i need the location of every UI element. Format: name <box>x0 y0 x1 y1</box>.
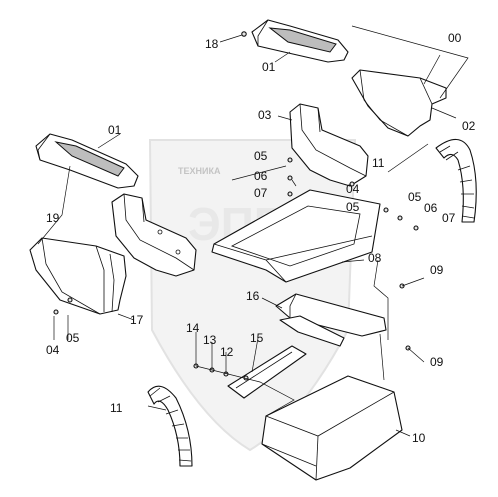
callout-02: 02 <box>462 119 476 133</box>
bottom-housing <box>261 375 403 481</box>
callout-11-right: 11 <box>372 156 385 170</box>
bracket-left <box>111 193 197 277</box>
armrest-top <box>251 19 349 63</box>
callout-06-a: 06 <box>254 169 268 183</box>
watermark-text: ТЕХНИКА <box>178 166 221 176</box>
callout-13: 13 <box>203 333 217 347</box>
callout-06-b: 06 <box>424 201 438 215</box>
callout-01-top: 01 <box>262 60 276 74</box>
callout-16: 16 <box>246 289 260 303</box>
callout-19: 19 <box>46 211 60 225</box>
callout-04-right: 04 <box>346 182 360 196</box>
leader-lines <box>37 25 469 437</box>
callout-01-left: 01 <box>108 123 122 137</box>
base-frame <box>211 189 381 283</box>
callout-07-a: 07 <box>254 186 268 200</box>
panel <box>227 345 307 399</box>
callout-11-left: 11 <box>110 401 123 415</box>
callout-05-a: 05 <box>254 149 268 163</box>
callout-18: 18 <box>205 37 219 51</box>
callout-10: 10 <box>412 431 426 445</box>
callout-07-b: 07 <box>442 211 456 225</box>
bracket-right <box>289 103 369 187</box>
callout-12: 12 <box>220 345 234 359</box>
hose-right <box>435 138 477 223</box>
callout-09-b: 09 <box>430 355 444 369</box>
callout-05-d: 05 <box>66 331 80 345</box>
callout-05-b: 05 <box>346 200 360 214</box>
callouts: 18 01 00 02 11 03 01 05 06 07 04 05 05 0… <box>46 31 476 445</box>
armrest-left <box>35 133 139 189</box>
callout-04-left: 04 <box>46 343 60 357</box>
callout-05-c: 05 <box>408 190 422 204</box>
callout-00: 00 <box>448 31 462 45</box>
fasteners <box>53 31 419 381</box>
callout-09-a: 09 <box>430 263 444 277</box>
callout-15: 15 <box>250 331 264 345</box>
callout-17: 17 <box>130 313 144 327</box>
callout-03: 03 <box>258 108 272 122</box>
rail <box>275 293 387 347</box>
side-cover-right <box>351 69 447 137</box>
side-cover-left <box>29 237 127 315</box>
callout-14: 14 <box>186 321 200 335</box>
hose-left <box>147 385 193 467</box>
callout-08: 08 <box>368 251 382 265</box>
